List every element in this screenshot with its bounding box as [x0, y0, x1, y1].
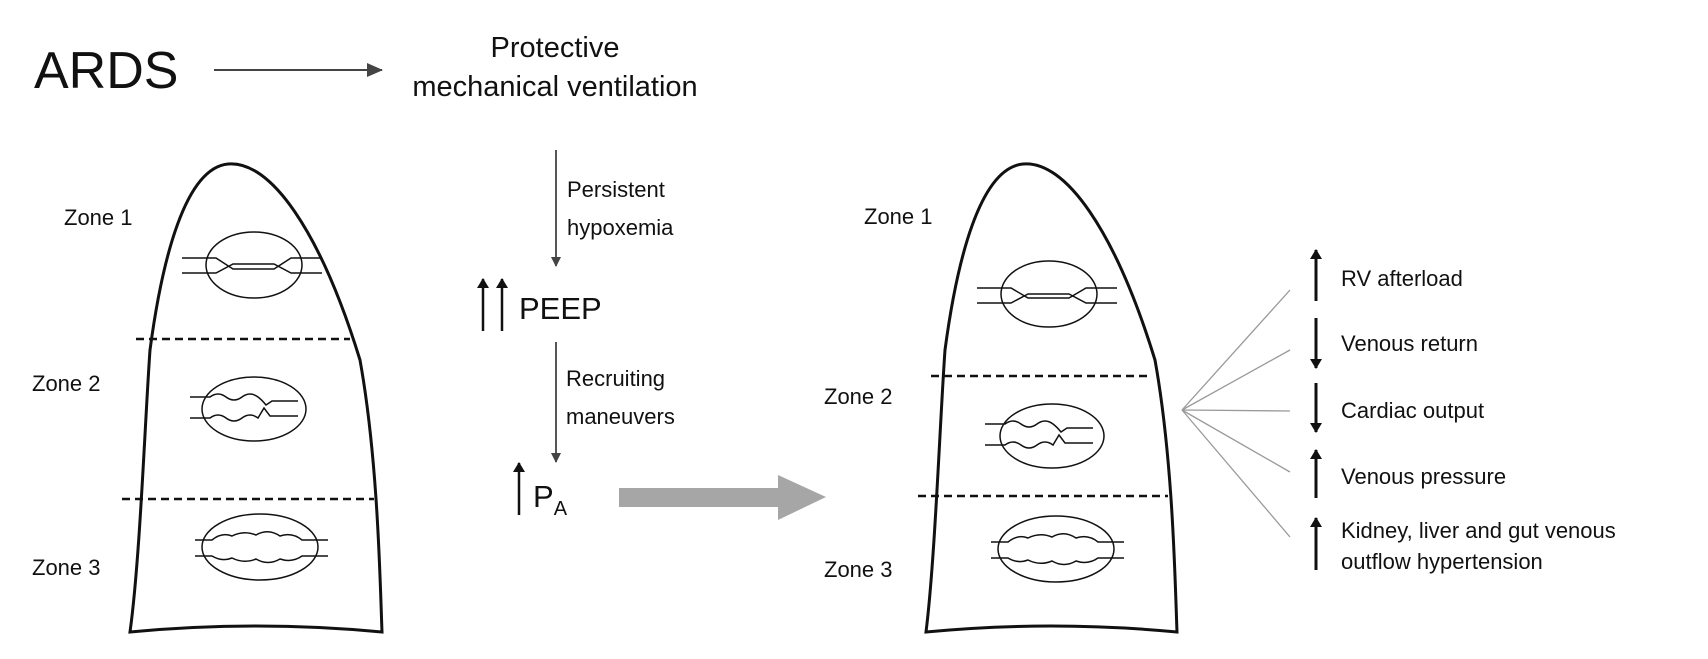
right-zone2-alveolus: [985, 403, 1105, 469]
right-lung: [918, 162, 1179, 634]
effect-item-venous-pressure: Venous pressure: [1310, 449, 1506, 498]
step1-label-line2: hypoxemia: [567, 215, 674, 240]
step2-label-line2: maneuvers: [566, 404, 675, 429]
ventilation-label-line1: Protective: [491, 32, 620, 64]
effect-label: Venous pressure: [1341, 464, 1506, 489]
left-zone3-label: Zone 3: [32, 555, 101, 580]
effect-fan-lines: [1181, 289, 1291, 538]
right-zone1-label: Zone 1: [864, 204, 933, 229]
transition-arrow: [619, 475, 826, 520]
left-zone2-alveolus: [190, 376, 307, 442]
left-zone1-alveolus: [182, 231, 322, 299]
right-zone3-label: Zone 3: [824, 557, 893, 582]
effect-label-line1: Kidney, liver and gut venous: [1341, 518, 1616, 543]
left-zone3-alveolus: [195, 513, 328, 581]
effect-item-cardiac-output: Cardiac output: [1310, 383, 1484, 433]
effect-label-line2: outflow hypertension: [1341, 549, 1543, 574]
effect-item-venous-return: Venous return: [1310, 318, 1478, 369]
effect-item-rv-afterload: RV afterload: [1310, 249, 1463, 301]
double-up-arrow-icon: [477, 278, 508, 331]
effect-label: RV afterload: [1341, 266, 1463, 291]
step2-label-line1: Recruiting: [566, 366, 665, 391]
right-zone1-alveolus: [977, 260, 1117, 328]
left-zone2-label: Zone 2: [32, 371, 101, 396]
pa-label: PA: [533, 479, 568, 520]
right-zone2-label: Zone 2: [824, 384, 893, 409]
peep-label: PEEP: [519, 291, 602, 326]
ventilation-label-line2: mechanical ventilation: [412, 71, 697, 103]
effect-label: Venous return: [1341, 331, 1478, 356]
left-zone1-label: Zone 1: [64, 205, 133, 230]
left-lung: [122, 162, 384, 634]
left-lung-outline: [128, 162, 384, 634]
right-lung-outline: [924, 162, 1179, 634]
right-zone3-alveolus: [991, 515, 1124, 583]
step1-label-line1: Persistent: [567, 177, 665, 202]
effect-label: Cardiac output: [1341, 398, 1484, 423]
ards-label: ARDS: [34, 42, 178, 100]
effect-item-organ-venous-outflow: Kidney, liver and gut venous outflow hyp…: [1310, 517, 1616, 574]
